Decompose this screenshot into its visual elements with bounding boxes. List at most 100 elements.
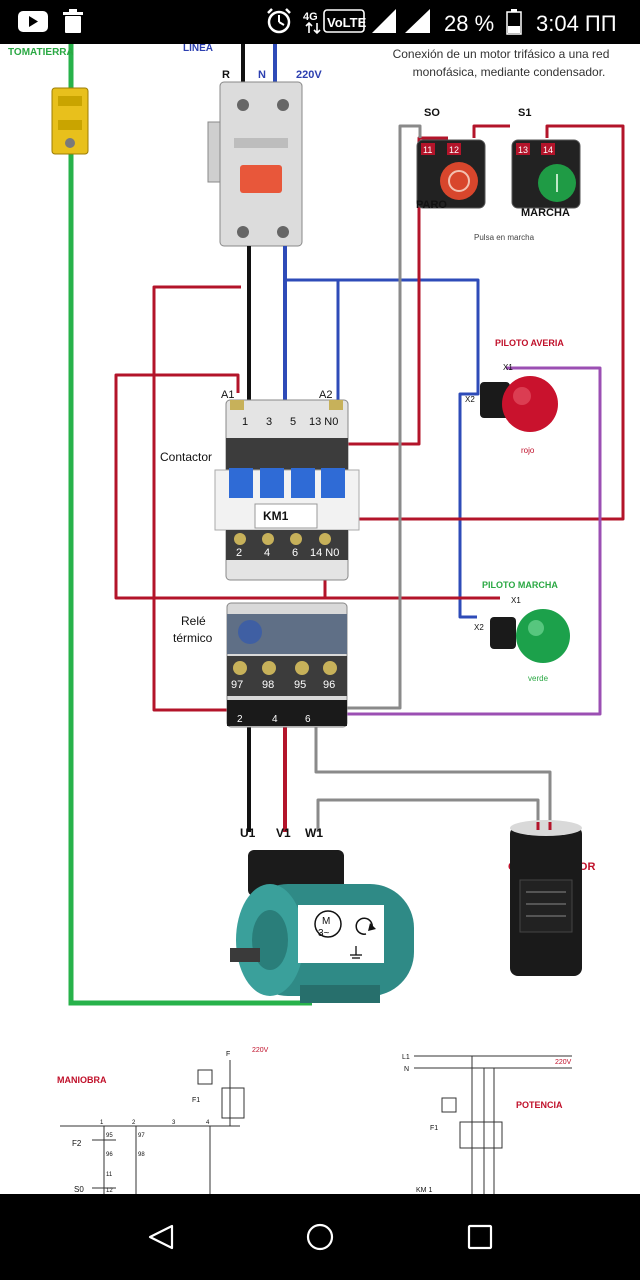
- navigation-bar: [0, 1194, 640, 1280]
- stop-terminal-11: 11: [423, 145, 432, 155]
- back-button[interactable]: [130, 1212, 190, 1262]
- alarm-icon: [267, 8, 291, 34]
- fault-pilot-x2: X2: [465, 395, 475, 404]
- wiring-diagram: Conexión de un motor trifásico a una red…: [8, 44, 625, 1194]
- signal-icon: [372, 9, 396, 33]
- contactor-terminal-5: 5: [290, 416, 296, 428]
- power-schematic-f1: F1: [430, 1125, 438, 1132]
- motor-terminal-u1: U1: [240, 826, 256, 840]
- motor-symbol-m: M: [322, 916, 330, 927]
- contactor-terminal-14: 14 N0: [310, 547, 339, 559]
- relay-terminal-98: 98: [262, 679, 274, 691]
- trash-icon: [63, 9, 83, 33]
- power-schematic-voltage: 220V: [555, 1059, 572, 1066]
- stop-terminal-12: 12: [449, 145, 459, 155]
- n-label: N: [258, 69, 266, 81]
- power-schematic-label: POTENCIA: [516, 1100, 563, 1110]
- pushbutton-caption: Pulsa en marcha: [474, 233, 535, 242]
- circuit-breaker: [207, 81, 303, 247]
- control-schematic-n11: 11: [106, 1172, 113, 1178]
- relay-label-1: Relé: [181, 614, 206, 628]
- contactor-name: KM1: [263, 509, 289, 523]
- relay-out-terminal-2: 2: [237, 714, 243, 725]
- capacitor: [510, 820, 582, 976]
- battery-percent: 28 %: [444, 11, 494, 36]
- three-phase-motor: [230, 850, 414, 1003]
- fault-pilot-lamp: [480, 376, 558, 432]
- control-schematic-f2: F2: [72, 1139, 82, 1148]
- contactor-label: Contactor: [160, 450, 212, 464]
- wires: [114, 124, 625, 832]
- battery-icon: [506, 9, 522, 35]
- control-schematic-n96: 96: [106, 1152, 113, 1158]
- fault-pilot-x1: X1: [503, 363, 513, 372]
- run-pilot-label: PILOTO MARCHA: [482, 580, 558, 590]
- contactor-terminal-1: 1: [242, 416, 248, 428]
- start-button: 13 14: [511, 139, 581, 209]
- contactor-a1: A1: [221, 389, 234, 401]
- home-button[interactable]: [290, 1212, 350, 1262]
- relay-out-terminal-6: 6: [305, 714, 311, 725]
- recents-icon: [467, 1224, 493, 1250]
- relay-label-2: térmico: [173, 631, 213, 645]
- status-bar-icons: 4G VoLTE 28 % 3:04 ПП: [18, 8, 617, 36]
- contactor-a2: A2: [319, 389, 332, 401]
- control-schematic-n97: 97: [138, 1133, 145, 1139]
- line-label: LINEA: [183, 44, 213, 54]
- motor-terminal-v1: V1: [276, 826, 291, 840]
- nav-buttons: [130, 1212, 510, 1262]
- contactor-terminal-2: 2: [236, 547, 242, 559]
- contactor-terminal-4: 4: [264, 547, 270, 559]
- contactor-terminal-13: 13 N0: [309, 416, 338, 428]
- control-schematic-n1: 1: [100, 1120, 104, 1126]
- stop-button: 11 12: [416, 139, 486, 209]
- power-schematic-km1: KM 1: [416, 1187, 432, 1194]
- power-schematic-l1: L1: [402, 1054, 410, 1061]
- control-schematic-n2: 2: [132, 1120, 136, 1126]
- run-pilot-color: verde: [528, 674, 549, 683]
- run-pilot-x1: X1: [511, 596, 521, 605]
- control-schematic-f1: F1: [192, 1097, 200, 1104]
- run-pilot-x2: X2: [474, 623, 484, 632]
- s0-label: SO: [424, 107, 440, 119]
- fault-pilot-color: rojo: [521, 446, 535, 455]
- ground-terminal-block: [51, 87, 89, 155]
- run-pilot-lamp: [490, 609, 570, 663]
- data-arrows-icon: [305, 21, 321, 35]
- control-schematic-n4: 4: [206, 1120, 210, 1126]
- ground-label: TOMATIERRA: [8, 47, 74, 58]
- s1-label: S1: [518, 107, 531, 119]
- control-schematic: [60, 1060, 245, 1194]
- motor-symbol-phase: 3~: [318, 928, 330, 939]
- power-schematic: [414, 1055, 572, 1194]
- control-schematic-n12: 12: [106, 1188, 113, 1194]
- volte-badge: VoLTE: [323, 9, 367, 33]
- clock: 3:04 ПП: [536, 11, 617, 36]
- start-terminal-13: 13: [518, 145, 528, 155]
- status-bar: 4G VoLTE 28 % 3:04 ПП: [0, 0, 640, 44]
- control-schematic-voltage: 220V: [252, 1047, 269, 1054]
- power-schematic-n: N: [404, 1066, 409, 1073]
- start-label: MARCHA: [521, 207, 570, 219]
- control-schematic-n98: 98: [138, 1152, 145, 1158]
- control-schematic-f: F: [226, 1051, 230, 1058]
- start-terminal-14: 14: [543, 145, 553, 155]
- contactor-terminal-6: 6: [292, 547, 298, 559]
- contactor-km1: [214, 399, 360, 581]
- youtube-icon: [18, 11, 48, 32]
- back-icon: [148, 1224, 174, 1250]
- control-schematic-n3: 3: [172, 1120, 176, 1126]
- motor-terminal-w1: W1: [305, 826, 323, 840]
- diagram-title-line2: monofásica, mediante condensador.: [413, 65, 606, 79]
- relay-terminal-96: 96: [323, 679, 335, 691]
- relay-terminal-95: 95: [294, 679, 306, 691]
- relay-out-terminal-4: 4: [272, 714, 278, 725]
- diagram-title-line1: Conexión de un motor trifásico a una red: [393, 47, 610, 61]
- recents-button[interactable]: [450, 1212, 510, 1262]
- thermal-relay: [226, 602, 348, 728]
- signal-icon: [405, 9, 430, 33]
- r-label: R: [222, 69, 230, 81]
- network-type: 4G: [303, 11, 318, 23]
- contactor-terminal-3: 3: [266, 416, 272, 428]
- home-icon: [306, 1223, 334, 1251]
